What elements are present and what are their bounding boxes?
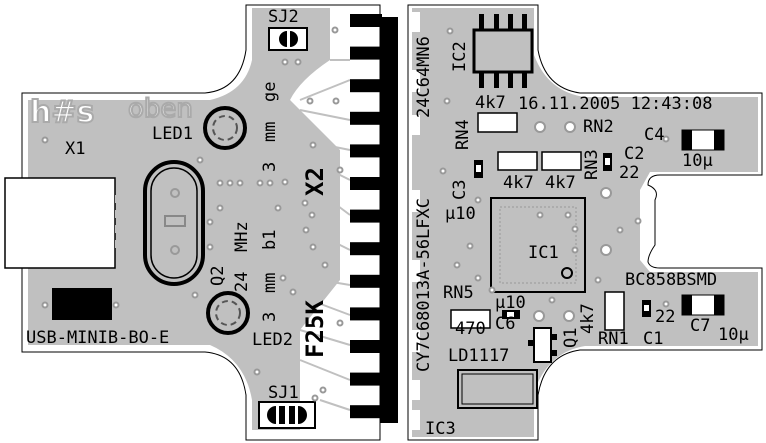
c6-value: µ10 — [495, 293, 526, 313]
rn2-label: RN2 — [583, 117, 614, 137]
side-label-oben: oben — [127, 94, 194, 124]
edge-connector-pad — [350, 340, 382, 353]
led2-label: LED2 — [252, 330, 293, 350]
edge-connector-pad — [350, 209, 382, 223]
usb-shield-pad — [52, 288, 112, 320]
rn2-value: 4k7 — [503, 173, 534, 193]
ic2-label: IC2 — [450, 41, 470, 72]
ic3-part-label: LD1117 — [448, 346, 510, 366]
c7-value: 10µ — [718, 325, 749, 345]
sj2-label: SJ2 — [268, 7, 299, 27]
crystal-mhz-label: MHz — [232, 221, 252, 252]
left-vias — [41, 26, 344, 402]
ic3-body — [457, 369, 538, 409]
crystal-note-label: b1 — [260, 229, 280, 250]
mcu-part-label: CY7C68013A-56LFXC — [414, 198, 434, 372]
rn3-value: 4k7 — [545, 173, 576, 193]
led1-size-label: 3 — [260, 161, 280, 172]
edge-connector-strip — [380, 17, 398, 423]
c7-label: C7 — [690, 316, 711, 336]
x1-label: X1 — [65, 139, 86, 159]
rn5-value: 470 — [455, 319, 486, 339]
led2-outline — [206, 291, 250, 335]
c4-value: 10µ — [682, 151, 713, 171]
x2-label: X2 — [301, 167, 329, 196]
c2-value: 22 — [619, 163, 640, 183]
q2-label: Q2 — [208, 265, 228, 286]
rn3-label: RN3 — [582, 149, 602, 180]
led1-mm-label: mm — [260, 121, 280, 142]
edge-connector-pad — [350, 405, 382, 419]
crystal-outline — [143, 160, 205, 286]
crystal-freq-label: 24 — [232, 271, 252, 292]
left-traces — [229, 59, 351, 411]
edge-connector-pad — [350, 46, 382, 60]
right-vias — [439, 27, 670, 322]
edge-connector-pad — [350, 111, 382, 125]
f25k-label: F25K — [301, 300, 329, 358]
led1-outline — [203, 106, 247, 150]
q1-label: Q1 — [561, 327, 581, 348]
rn1-label: RN1 — [598, 329, 629, 349]
resistor-networks — [450, 112, 625, 331]
usb-part-label: USB-MINIB-BO-E — [26, 328, 170, 348]
capacitors — [474, 129, 725, 319]
q1-part-label: BC858BSMD — [625, 270, 718, 290]
usb-connector-body — [4, 177, 116, 269]
edge-connector-pad — [350, 177, 382, 190]
led1-label: LED1 — [152, 124, 193, 144]
hs-logo: h#s — [29, 95, 95, 130]
timestamp: 16.11.2005 12:43:08 — [518, 94, 713, 114]
edge-connector-pad — [350, 144, 382, 158]
edge-connector-pad — [350, 14, 382, 27]
rn4-value: 4k7 — [475, 93, 506, 113]
ic2-body — [472, 28, 534, 74]
sj1-label: SJ1 — [268, 383, 299, 403]
led2-size-label: 3 — [260, 311, 280, 322]
c4-label: C4 — [644, 125, 665, 145]
edge-connector-pad — [350, 242, 382, 256]
c3-value: µ10 — [445, 204, 476, 224]
sj2-pad — [268, 27, 308, 51]
c2-label: C2 — [624, 144, 645, 164]
q1-body — [533, 327, 552, 363]
edge-connector-pad — [350, 307, 382, 321]
edge-connector-pad — [350, 372, 382, 386]
c6-label: C6 — [495, 314, 516, 334]
c1-value: 22 — [655, 307, 676, 327]
edge-connector-pad — [350, 274, 382, 288]
c3-label: C3 — [450, 179, 470, 200]
led1-color-label: ge — [260, 81, 280, 102]
rn1-value: 4k7 — [578, 303, 598, 334]
c1-label: C1 — [643, 329, 664, 349]
edge-connector-pad — [350, 79, 382, 93]
edge-connector-pads — [350, 14, 382, 419]
rn5-label: RN5 — [443, 283, 474, 303]
rn4-label: RN4 — [453, 119, 473, 150]
ic3-label: IC3 — [425, 419, 456, 439]
ic1-label: IC1 — [528, 243, 559, 263]
eeprom-part-label: 24C64MN6 — [414, 36, 434, 118]
led2-mm-label: mm — [260, 272, 280, 293]
